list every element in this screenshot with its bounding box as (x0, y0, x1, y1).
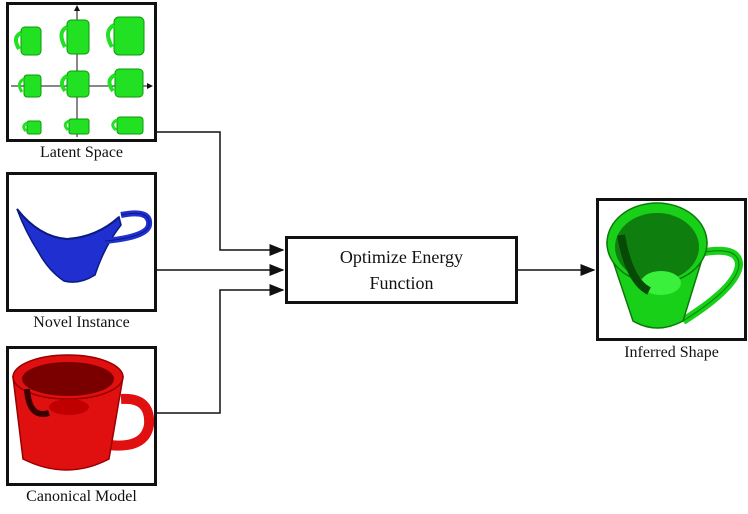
green-mug-icon (605, 202, 744, 329)
mug-grid-icon (11, 5, 153, 137)
partial-mug-icon (16, 208, 153, 283)
process-line-2: Function (369, 273, 434, 293)
inferred-shape-panel (596, 198, 747, 341)
latent-space-panel (6, 2, 157, 142)
novel-instance-label: Novel Instance (33, 314, 130, 331)
process-line-1: Optimize Energy (339, 247, 464, 267)
canonical-model-label: Canonical Model (26, 488, 137, 505)
arrow-latent-to-optimizer (157, 131, 285, 256)
latent-space-label: Latent Space (39, 144, 124, 161)
optimize-energy-function-box: Optimize Energy Function (285, 236, 518, 304)
inferred-shape-label: Inferred Shape (624, 344, 719, 361)
novel-instance-panel (6, 172, 157, 312)
canonical-model-panel (6, 346, 157, 486)
red-mug-icon (12, 354, 154, 471)
arrow-canonical-to-optimizer (157, 284, 285, 414)
